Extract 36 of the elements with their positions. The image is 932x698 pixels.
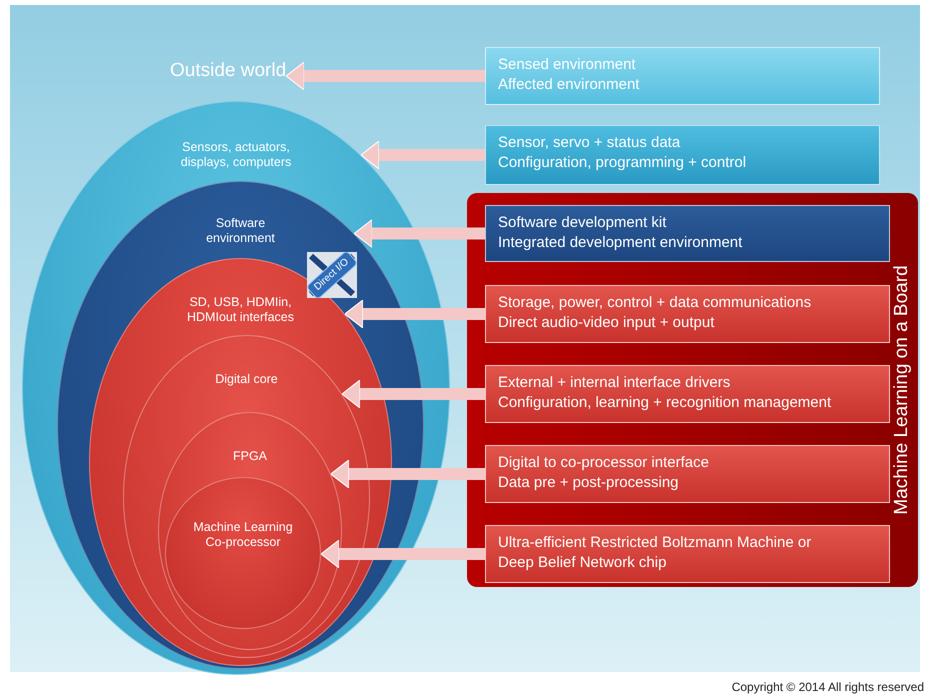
layer-label: FPGA bbox=[232, 449, 268, 464]
arrow bbox=[360, 140, 485, 170]
box-text: Deep Belief Network chip bbox=[498, 553, 666, 573]
box-text: Configuration, learning + recognition management bbox=[498, 393, 832, 413]
box-text: Ultra-efficient Restricted Boltzmann Machine or bbox=[498, 533, 812, 553]
layer-label: Sensors, actuators, displays, computers bbox=[180, 140, 292, 170]
arrow bbox=[341, 380, 485, 408]
box-text: Sensed environment bbox=[498, 55, 636, 75]
layer-label: Digital core bbox=[214, 372, 279, 387]
info-box bbox=[485, 445, 890, 503]
board-panel bbox=[467, 193, 918, 587]
info-box bbox=[485, 285, 890, 343]
arrow bbox=[354, 219, 485, 248]
box-text: Integrated development environment bbox=[498, 233, 742, 253]
layer-label: Machine Learning Co-processor bbox=[193, 520, 293, 550]
box-text: Affected environment bbox=[498, 75, 640, 95]
info-box bbox=[485, 125, 880, 185]
panel-title: Machine Learning on a Board bbox=[891, 265, 913, 515]
box-text: Digital to co-processor interface bbox=[498, 453, 709, 473]
box-text: Software development kit bbox=[498, 213, 666, 233]
info-box bbox=[485, 47, 880, 105]
arrow bbox=[286, 62, 485, 90]
box-text: Sensor, servo + status data bbox=[498, 133, 680, 153]
box-text: Configuration, programming + control bbox=[498, 153, 746, 173]
arrow bbox=[320, 540, 485, 568]
copyright-note: Copyright © 2014 All rights reserved bbox=[732, 680, 924, 694]
box-text: Direct audio-video input + output bbox=[498, 313, 714, 333]
region-title: Outside world bbox=[170, 60, 286, 82]
box-text: Storage, power, control + data communications bbox=[498, 293, 812, 313]
info-box bbox=[485, 365, 890, 423]
layer-label: Software environment bbox=[205, 216, 276, 246]
box-text: Data pre + post-processing bbox=[498, 473, 679, 493]
info-box bbox=[485, 525, 890, 583]
box-text: External + internal interface drivers bbox=[498, 373, 730, 393]
info-box bbox=[485, 205, 890, 262]
layer-label: SD, USB, HDMIin, HDMIout interfaces bbox=[186, 295, 295, 325]
